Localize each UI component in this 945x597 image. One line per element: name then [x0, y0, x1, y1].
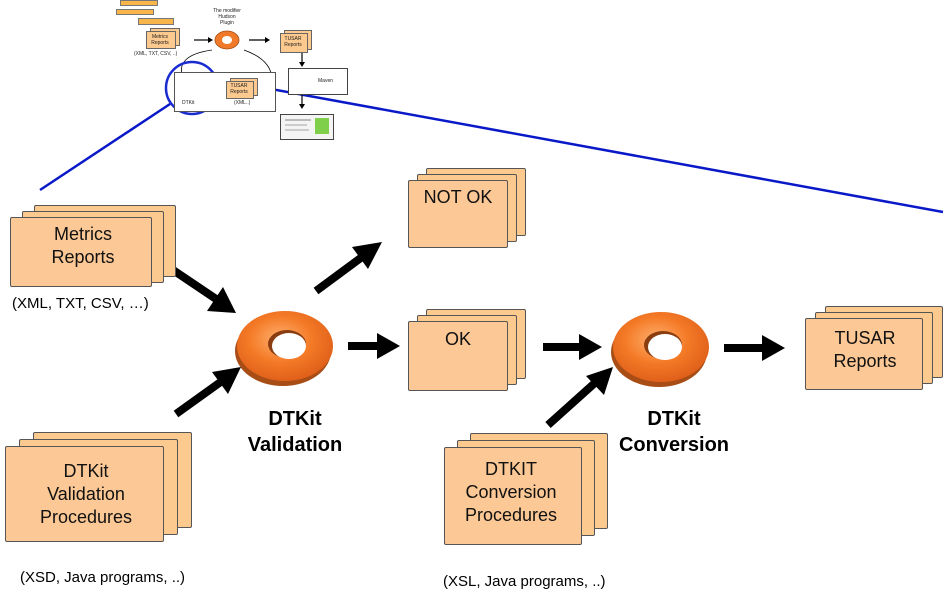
thumb-dtkit-label: DTKit — [182, 100, 195, 106]
zoom-line-right — [221, 78, 944, 214]
thumb-metrics-caption: (XML, TXT, CSV, ..) — [134, 51, 178, 57]
thumb-tusar-small-label: TUSAR Reports — [230, 83, 248, 95]
thumb-small-caption: (XML..) — [234, 100, 251, 106]
ok-label: OK — [444, 329, 471, 349]
arrow-validation-to-ok — [348, 333, 400, 359]
thumb-plugin-label: The modifier Hudson Plugin — [213, 8, 241, 26]
thumb-metrics-label: Metrics Reports — [151, 34, 169, 46]
tusar-reports-label: TUSAR Reports — [833, 328, 897, 371]
arrow-metrics-to-validation — [167, 264, 236, 313]
arrow-validation-to-notok — [313, 242, 382, 295]
validation-procedures-caption: (XSD, Java programs, ..) — [20, 569, 186, 586]
thumb-screenshot — [280, 114, 334, 140]
overview-thumbnail: Metrics Reports (XML, TXT, CSV, ..) The … — [112, 0, 352, 142]
metrics-reports-stack: Metrics Reports — [10, 205, 176, 287]
tusar-reports-stack: TUSAR Reports — [805, 306, 943, 390]
thumb-tusar-label: TUSAR Reports — [284, 36, 302, 48]
validation-procedures-stack: DTKit Validation Procedures — [5, 432, 192, 542]
arrow-conversion-to-tusar — [724, 335, 785, 361]
zoom-line-left — [39, 102, 171, 192]
metrics-reports-label: Metrics Reports — [51, 224, 115, 267]
arrow-procedures-to-validation — [173, 367, 241, 418]
validation-ring-icon — [235, 311, 333, 386]
not-ok-stack: NOT OK — [408, 168, 526, 248]
arrow-ok-to-conversion — [543, 334, 602, 360]
conversion-step-label: DTKit Conversion — [618, 408, 730, 456]
validation-procedures-label: DTKit Validation Procedures — [39, 461, 133, 527]
validation-step-label: DTKit Validation — [247, 408, 343, 456]
conversion-procedures-stack: DTKIT Conversion Procedures — [444, 433, 608, 545]
arrow-conversion-procedures-to-conversion — [545, 367, 613, 428]
conversion-procedures-label: DTKIT Conversion Procedures — [464, 459, 558, 525]
conversion-ring-icon — [611, 312, 709, 387]
not-ok-label: NOT OK — [423, 187, 493, 207]
thumb-maven-label: Maven — [318, 78, 334, 84]
metrics-reports-caption: (XML, TXT, CSV, …) — [12, 295, 149, 312]
ok-stack: OK — [408, 309, 526, 391]
conversion-procedures-caption: (XSL, Java programs, ..) — [443, 573, 606, 590]
